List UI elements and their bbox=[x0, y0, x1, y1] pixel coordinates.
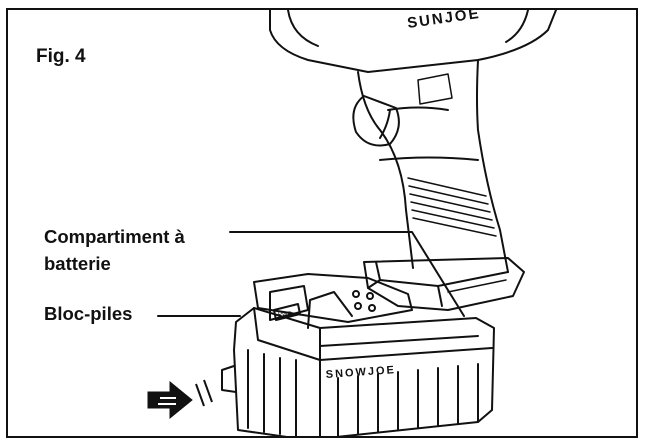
callout-battery-pack: Bloc-piles bbox=[44, 303, 133, 324]
battery-badge-text: PWR bbox=[278, 312, 293, 318]
tool-illustration: SUNJOE bbox=[147, 10, 557, 436]
tool-handle bbox=[352, 59, 509, 273]
handle-brand-text: SUNJOE bbox=[406, 10, 481, 32]
figure-label: Fig. 4 bbox=[36, 46, 86, 67]
battery-compartment bbox=[363, 257, 525, 311]
tool-head: SUNJOE bbox=[269, 10, 557, 73]
insert-arrow-icon bbox=[147, 379, 213, 420]
callout-battery-compartment: Compartiment à batterie bbox=[44, 223, 185, 277]
callout-compartment-line2: batterie bbox=[44, 253, 111, 274]
battery-pack: SNOWJOE bbox=[221, 273, 495, 436]
battery-level-button: PWR bbox=[273, 303, 301, 321]
figure-frame: SUNJOE bbox=[6, 8, 638, 438]
compartment-leader-line bbox=[229, 231, 465, 317]
battery-brand-text: SNOWJOE bbox=[325, 364, 396, 381]
callout-compartment-line1: Compartiment à bbox=[44, 226, 185, 247]
